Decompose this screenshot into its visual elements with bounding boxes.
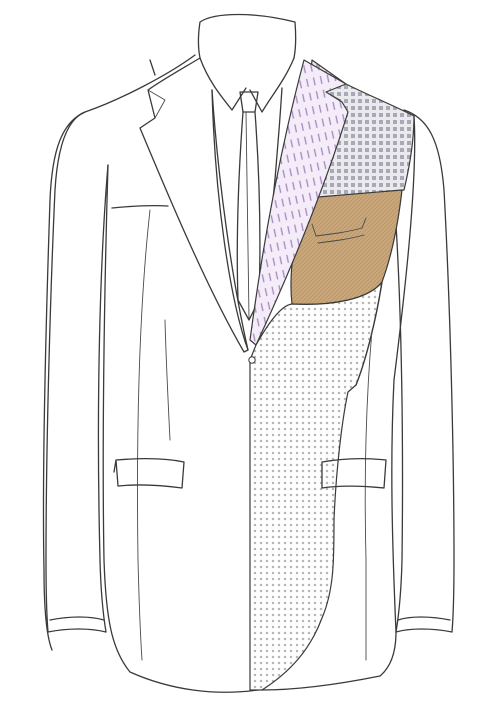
shirt-collar-band [199, 15, 296, 59]
jacket-body-outline [43, 55, 195, 650]
left-front-panel [103, 165, 258, 692]
breast-pocket [112, 206, 168, 208]
left-lapel-notch [148, 90, 165, 118]
left-flap-pocket [114, 459, 184, 488]
left-side-seam [138, 210, 151, 660]
left-dart [165, 320, 170, 440]
right-side-seam [365, 330, 372, 660]
shirt-collar-left [200, 58, 246, 110]
left-sleeve [46, 112, 108, 632]
left-cuff [48, 617, 106, 632]
tie-dimple [246, 112, 249, 318]
button [249, 357, 255, 363]
right-cuff [396, 617, 452, 632]
